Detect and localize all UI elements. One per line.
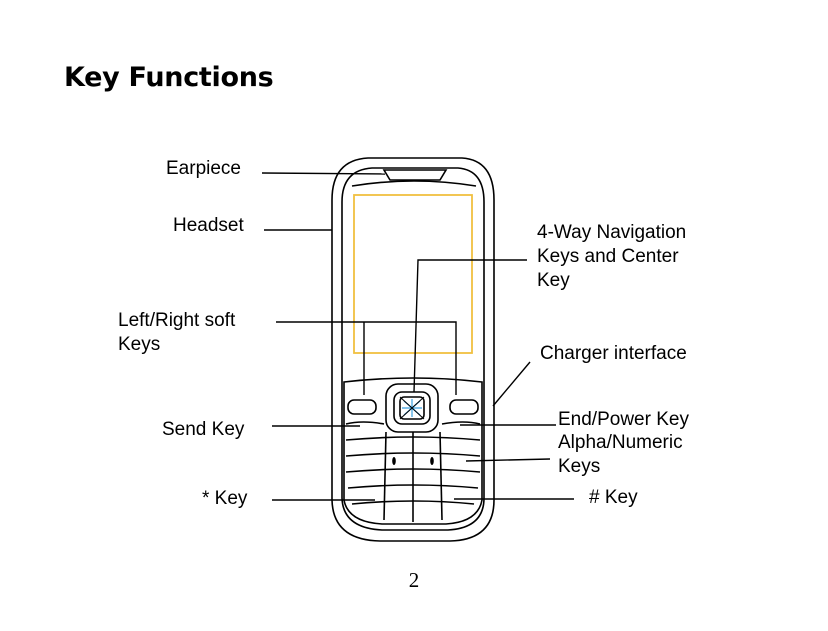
keypad-surround [343, 377, 483, 525]
send-key-row [345, 421, 385, 425]
label-headset: Headset [173, 215, 244, 236]
label-alpha-line2: Keys [558, 456, 601, 477]
leader-earpiece [261, 172, 386, 175]
leader-alpha-keys [465, 458, 551, 462]
label-earpiece: Earpiece [166, 158, 241, 179]
label-star-key: * Key [202, 488, 248, 509]
screen [353, 194, 473, 354]
label-hash-key: # Key [589, 487, 638, 508]
page-title: Key Functions [64, 62, 274, 93]
phone-outer-body [331, 157, 495, 542]
label-nav-keys-line1: 4-Way Navigation [537, 222, 687, 243]
nav-center-key [399, 396, 425, 420]
label-soft-keys-line2: Keys [118, 334, 161, 355]
label-nav-keys-line3: Key [537, 270, 570, 291]
nav-inner-ring [393, 391, 431, 425]
label-charger: Charger interface [540, 343, 687, 364]
end-key-row [441, 421, 481, 425]
page-number: 2 [408, 568, 420, 592]
label-nav-keys-line2: Keys and Center [537, 246, 679, 267]
right-soft-key [449, 399, 479, 415]
label-end-power-key: End/Power Key [558, 409, 689, 430]
keypad-dot-left [392, 457, 396, 465]
label-alpha-line1: Alpha/Numeric [558, 432, 683, 453]
phone-inner-bezel [341, 167, 485, 531]
keypad-col-divider-1 [383, 431, 387, 521]
leader-soft-keys [276, 321, 457, 395]
top-curve [351, 180, 477, 187]
left-soft-key [347, 399, 377, 415]
nav-outer-ring [385, 383, 439, 433]
label-send-key: Send Key [162, 419, 245, 440]
keypad-dot-right [430, 457, 434, 465]
earpiece-slot [382, 169, 448, 181]
leader-nav-keys [413, 259, 527, 393]
label-soft-keys-line1: Left/Right soft [118, 310, 236, 331]
leader-charger [492, 361, 531, 407]
keypad-col-divider-2 [439, 431, 443, 521]
